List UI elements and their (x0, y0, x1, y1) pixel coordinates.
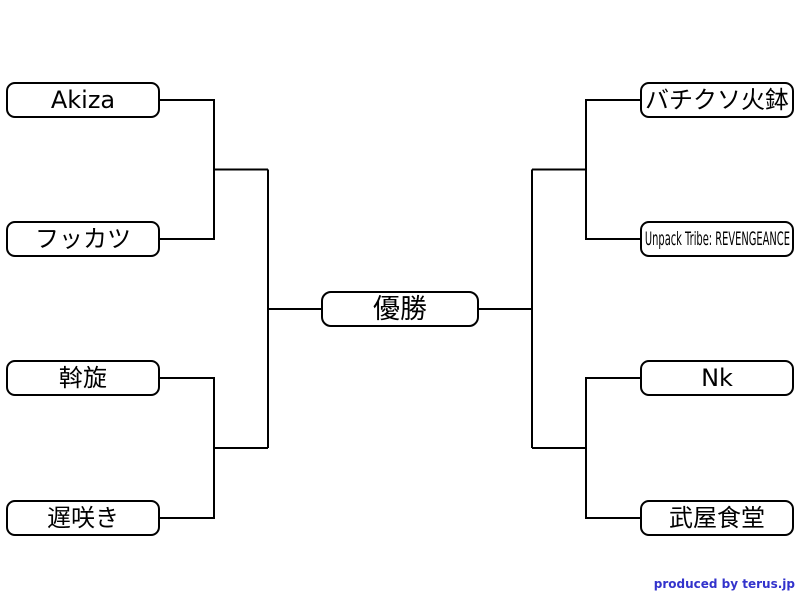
team-name-left-2: フッカツ (35, 225, 131, 253)
team-name-left-1: Akiza (50, 86, 116, 114)
team-box-right-3: Nk (640, 360, 794, 396)
team-name-right-4: 武屋食堂 (669, 504, 765, 532)
team-box-right-1: バチクソ火鉢 (640, 82, 794, 118)
team-name-left-3: 斡旋 (59, 364, 107, 392)
team-name-left-4: 遅咲き (47, 504, 119, 532)
team-box-left-2: フッカツ (6, 221, 160, 257)
team-box-left-1: Akiza (6, 82, 160, 118)
team-box-left-4: 遅咲き (6, 500, 160, 536)
team-box-right-2: Unpack Tribe: REVENGEANCE (640, 221, 794, 257)
team-name-right-3: Nk (701, 364, 733, 392)
team-box-left-3: 斡旋 (6, 360, 160, 396)
team-name-right-1: バチクソ火鉢 (645, 86, 789, 114)
champion-box: 優勝 (321, 291, 479, 327)
team-box-right-4: 武屋食堂 (640, 500, 794, 536)
team-name-right-2: Unpack Tribe: REVENGEANCE (644, 227, 790, 250)
champion-label: 優勝 (373, 293, 427, 325)
credit-link[interactable]: produced by terus.jp (653, 577, 795, 591)
